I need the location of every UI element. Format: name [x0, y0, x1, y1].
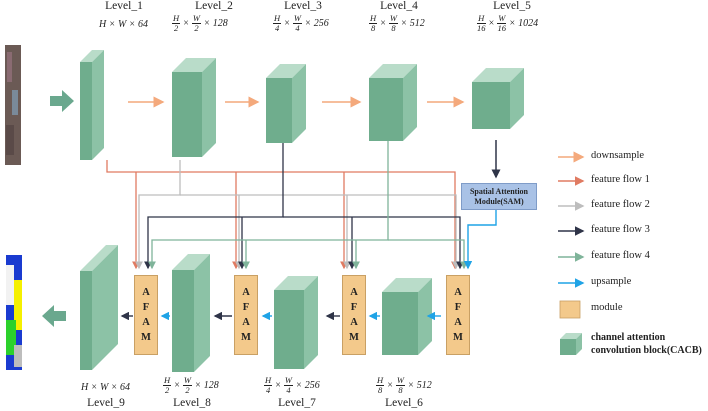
sam-label-line2: Module(SAM): [474, 196, 524, 206]
afam-module-4: A F A M: [446, 275, 470, 355]
level-6-label: Level_6: [385, 397, 423, 409]
dims-text: H × W × 64: [99, 19, 149, 31]
cacb-block-level2: [172, 58, 216, 157]
output-segmentation-image: [6, 255, 22, 370]
afam-letter: F: [350, 302, 358, 313]
afam-letter: A: [242, 287, 250, 298]
cacb-block-level5: [472, 68, 524, 129]
feature-flow-1-lines: [106, 160, 459, 270]
level-1-dims: H × W × 64: [99, 19, 148, 30]
legend-flow4-label: feature flow 4: [591, 250, 650, 261]
afam-letter: A: [142, 287, 150, 298]
level-9-dims: H × W × 64: [81, 382, 130, 393]
afam-letter: M: [141, 332, 151, 343]
sam-upsample-line: [463, 210, 497, 270]
afam-module-2: A F A M: [234, 275, 258, 355]
legend-cacb-marker: [560, 333, 582, 355]
afam-letter: A: [454, 287, 462, 298]
afam-letter: M: [241, 332, 251, 343]
legend-cacb-label: channel attention convolution block(CACB…: [591, 331, 702, 357]
afam-letter: A: [350, 287, 358, 298]
afam-letter: A: [142, 317, 150, 328]
spatial-attention-module: Spatial Attention Module(SAM): [461, 183, 537, 210]
level-5-label: Level_5: [493, 0, 531, 12]
output-arrow: [42, 305, 66, 327]
legend-module-label: module: [591, 302, 623, 313]
afam-letter: A: [454, 317, 462, 328]
input-image: [5, 45, 21, 165]
legend-module-marker: [559, 300, 581, 319]
cacb-block-level1: [80, 50, 104, 160]
afam-letter: F: [454, 302, 462, 313]
cacb-block-level6: [382, 278, 432, 355]
afam-letter: A: [242, 317, 250, 328]
cacb-block-level4: [369, 64, 417, 141]
legend-downsample-label: downsample: [591, 150, 645, 161]
cacb-block-level9: [80, 245, 118, 370]
feature-flow-4-lines: [148, 141, 468, 270]
afam-letter: M: [453, 332, 463, 343]
legend-upsample-label: upsample: [591, 276, 632, 287]
level-7-label: Level_7: [278, 397, 316, 409]
cacb-block-level8: [172, 254, 210, 372]
dims-text: H × W × 64: [81, 382, 131, 394]
level-3-label: Level_3: [284, 0, 322, 12]
afam-letter: F: [242, 302, 250, 313]
level-1-label: Level_1: [105, 0, 143, 12]
legend-flow1-label: feature flow 1: [591, 174, 650, 185]
afam-module-1: A F A M: [134, 275, 158, 355]
afam-letter: A: [350, 317, 358, 328]
cacb-block-level7: [274, 276, 318, 369]
legend-flow2-label: feature flow 2: [591, 199, 650, 210]
afam-letter: F: [142, 302, 150, 313]
feature-flow-2-lines: [135, 160, 460, 270]
legend-flow3-label: feature flow 3: [591, 224, 650, 235]
level-9-label: Level_9: [87, 397, 125, 409]
feature-flow-3-lines: [144, 143, 464, 270]
cacb-block-level3: [266, 64, 306, 143]
legend-cacb-line2: convolution block(CACB): [591, 345, 702, 356]
level-8-label: Level_8: [173, 397, 211, 409]
level-2-label: Level_2: [195, 0, 233, 12]
sam-label-line1: Spatial Attention: [469, 186, 528, 196]
afam-letter: M: [349, 332, 359, 343]
input-arrow: [50, 90, 74, 112]
level-4-label: Level_4: [380, 0, 418, 12]
afam-module-3: A F A M: [342, 275, 366, 355]
legend-cacb-line1: channel attention: [591, 332, 666, 343]
